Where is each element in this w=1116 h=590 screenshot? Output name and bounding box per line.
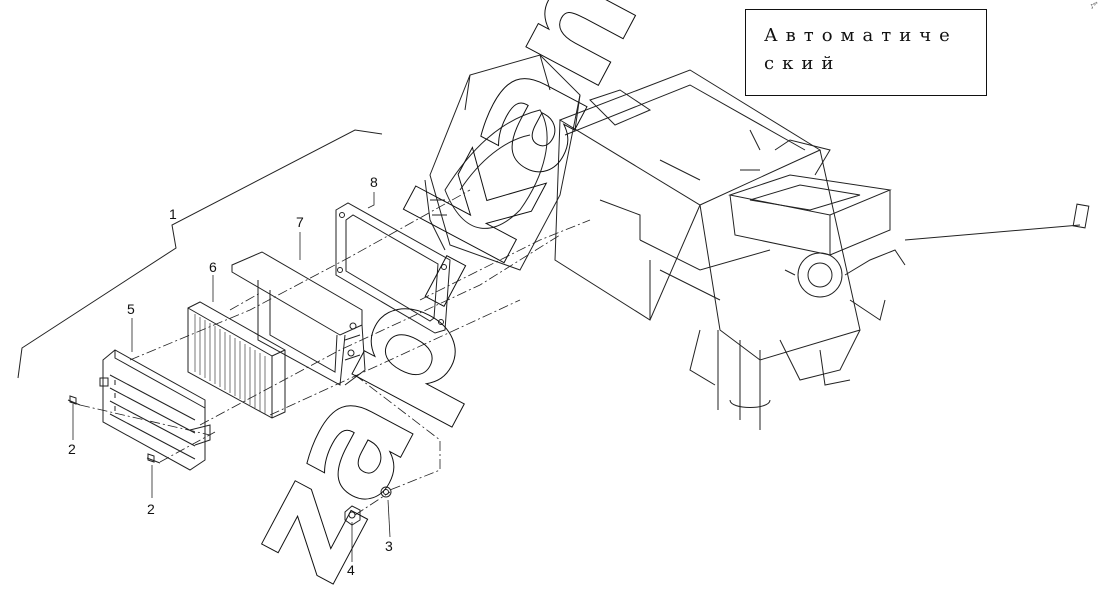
gasket-part — [335, 202, 451, 334]
hvac-unit-assembly — [424, 54, 1090, 430]
screw-part-lower — [146, 453, 161, 464]
callout-numbers: 1 2 2 3 4 5 6 7 8 — [68, 174, 393, 578]
callout-5: 5 — [127, 301, 135, 317]
title-box: Автоматический — [745, 9, 987, 96]
leader-lines — [72, 192, 391, 562]
callout-2-lower: 2 — [147, 501, 155, 517]
assembly-dashed-lines — [79, 189, 591, 516]
grille-cover-part — [99, 349, 211, 471]
callout-1: 1 — [169, 206, 177, 222]
screw-part-upper — [67, 395, 81, 406]
callout-3: 3 — [385, 538, 393, 554]
callout-8: 8 — [370, 174, 378, 190]
callout-7: 7 — [296, 214, 304, 230]
callout-6: 6 — [209, 259, 217, 275]
callout-4: 4 — [347, 562, 355, 578]
assembly-bracket-line — [17, 129, 383, 379]
title-box-text: Автоматический — [764, 25, 958, 74]
filter-frame-part — [231, 251, 366, 386]
callout-2-upper: 2 — [68, 441, 76, 457]
